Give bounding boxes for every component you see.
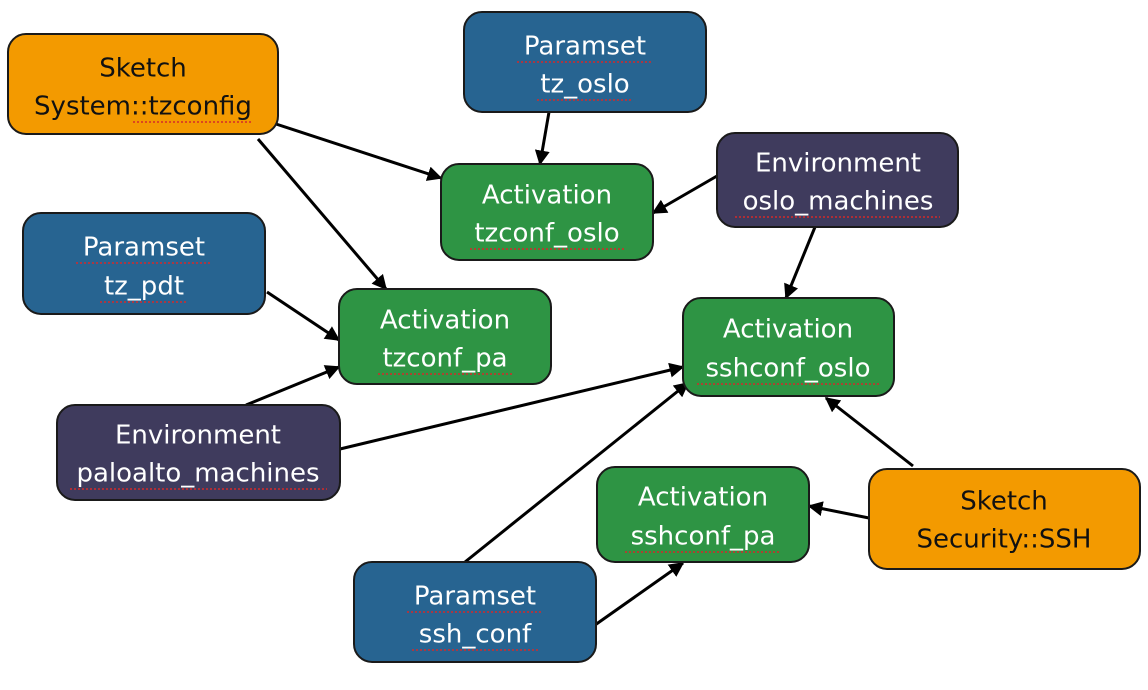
node-kind-label: Paramset bbox=[414, 582, 536, 612]
node-paramset-ssh-conf[interactable]: Paramset ssh_conf bbox=[353, 561, 597, 663]
node-id-label: sshconf_pa bbox=[631, 522, 776, 552]
edge-ssh-conf-to-sshconf-pa bbox=[594, 561, 685, 627]
node-kind-label: Activation bbox=[380, 306, 510, 336]
node-kind-label: Activation bbox=[723, 315, 853, 345]
edges-layer bbox=[245, 111, 914, 627]
node-id-label: System::tzconfig bbox=[34, 92, 252, 122]
node-kind-label: Sketch bbox=[960, 487, 1048, 517]
node-environment-paloalto-machines[interactable]: Environment paloalto_machines bbox=[56, 404, 341, 501]
node-paramset-tz-oslo[interactable]: Paramset tz_oslo bbox=[463, 11, 707, 113]
node-sketch-security-ssh[interactable]: Sketch Security::SSH bbox=[868, 468, 1141, 570]
node-kind-label: Environment bbox=[115, 421, 281, 451]
node-kind-label: Paramset bbox=[83, 233, 205, 263]
node-kind-label: Sketch bbox=[99, 54, 187, 84]
node-environment-oslo-machines[interactable]: Environment oslo_machines bbox=[716, 132, 959, 228]
node-activation-sshconf-pa[interactable]: Activation sshconf_pa bbox=[596, 466, 810, 563]
node-activation-sshconf-oslo[interactable]: Activation sshconf_oslo bbox=[682, 297, 895, 397]
node-id-label: tz_oslo bbox=[540, 70, 629, 100]
node-kind-label: Activation bbox=[482, 181, 612, 211]
edge-tz-pdt-to-tzconf-pa bbox=[266, 290, 341, 342]
node-id-label: tzconf_pa bbox=[382, 344, 507, 374]
edge-ssh-conf-to-sshconf-oslo bbox=[464, 381, 690, 564]
edge-security-ssh-to-sshconf-oslo bbox=[824, 396, 914, 468]
node-id-label: paloalto_machines bbox=[76, 459, 319, 489]
node-id-label: sshconf_oslo bbox=[706, 354, 871, 384]
node-id-label: oslo_machines bbox=[743, 187, 934, 217]
edge-sketch-tzconfig-to-tzconf-oslo bbox=[275, 122, 443, 181]
edge-oslo-machines-to-tzconf-oslo bbox=[651, 174, 718, 215]
node-kind-label: Paramset bbox=[524, 32, 646, 62]
node-kind-label: Activation bbox=[638, 483, 768, 513]
node-paramset-tz-pdt[interactable]: Paramset tz_pdt bbox=[22, 212, 266, 315]
edge-paloalto-machines-to-tzconf-pa bbox=[245, 365, 341, 407]
node-id-label: tz_pdt bbox=[104, 272, 184, 302]
edge-tz-oslo-to-tzconf-oslo bbox=[534, 111, 551, 166]
nodes-layer: Sketch System::tzconfig Paramset tz_oslo… bbox=[7, 11, 1141, 663]
edge-oslo-machines-to-sshconf-oslo bbox=[784, 226, 817, 300]
node-activation-tzconf-oslo[interactable]: Activation tzconf_oslo bbox=[440, 163, 654, 261]
edge-sketch-tzconfig-to-tzconf-pa bbox=[256, 138, 388, 291]
node-id-label: Security::SSH bbox=[917, 525, 1092, 555]
node-kind-label: Environment bbox=[755, 149, 921, 179]
edge-paloalto-machines-to-sshconf-oslo bbox=[339, 362, 685, 451]
node-id-label: tzconf_oslo bbox=[474, 219, 619, 249]
node-activation-tzconf-pa[interactable]: Activation tzconf_pa bbox=[338, 288, 552, 385]
node-sketch-system-tzconfig[interactable]: Sketch System::tzconfig bbox=[7, 33, 279, 135]
node-id-label: ssh_conf bbox=[419, 620, 532, 650]
edge-security-ssh-to-sshconf-pa bbox=[807, 501, 870, 520]
